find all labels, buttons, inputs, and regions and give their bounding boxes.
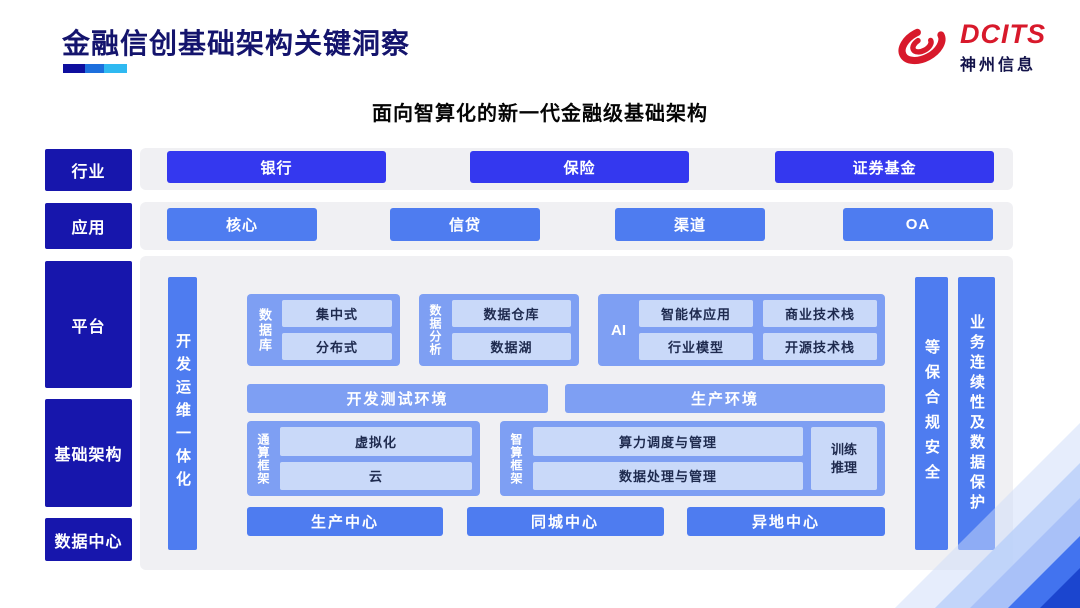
page-title: 金融信创基础架构关键洞察 — [62, 28, 411, 59]
rail-label-application: 应用 — [45, 203, 132, 249]
application-item-channel: 渠道 — [615, 208, 765, 241]
security-compliance-bar: 等保合规安全 — [915, 277, 948, 550]
application-item-oa: OA — [843, 208, 993, 241]
logo-company-text: 神州信息 — [960, 56, 1037, 74]
same-city-center-box: 同城中心 — [466, 507, 664, 536]
database-distributed-box: 分布式 — [282, 333, 392, 360]
compute-scheduling-box: 算力调度与管理 — [533, 427, 803, 456]
rail-label-platform: 平台 — [45, 261, 132, 388]
data-warehouse-box: 数据仓库 — [452, 300, 571, 327]
dcits-swirl-icon — [893, 20, 951, 75]
training-inference-box: 训练推理 — [811, 427, 877, 490]
environment-row: 开发测试环境 生产环境 — [247, 384, 885, 413]
ai-group: AI 智能体应用 商业技术栈 行业模型 开源技术栈 — [598, 294, 885, 366]
ai-commercial-stack-box: 商业技术栈 — [763, 300, 877, 327]
rail-label-industry: 行业 — [45, 149, 132, 191]
industry-strip: 银行 保险 证券基金 — [140, 148, 1013, 190]
intelligent-computing-framework: 智算框架 算力调度与管理 数据处理与管理 训练推理 — [500, 421, 885, 496]
platform-groups-row: 数据库 集中式 分布式 数据分析 数据仓库 数据湖 AI 智能体应用 商业技术栈 — [247, 294, 885, 366]
rail-label-infrastructure: 基础架构 — [45, 399, 132, 507]
ai-group-label: AI — [611, 321, 626, 339]
application-strip: 核心 信贷 渠道 OA — [140, 202, 1013, 250]
virtualization-box: 虚拟化 — [280, 427, 472, 456]
platform-panel: 开发运维一体化 数据库 集中式 分布式 数据分析 数据仓库 数据湖 AI — [140, 256, 1013, 570]
remote-center-box: 异地中心 — [687, 507, 885, 536]
database-group-label: 数据库 — [257, 307, 272, 353]
logo-brand-text: DCITS — [960, 18, 1046, 49]
data-lake-box: 数据湖 — [452, 333, 571, 360]
diagram-title: 面向智算化的新一代金融级基础架构 — [372, 103, 708, 125]
production-env-bar: 生产环境 — [565, 384, 885, 413]
dcits-logo: DCITS 神州信息 — [893, 20, 1046, 75]
industry-item-securities: 证券基金 — [775, 151, 994, 183]
ai-agent-app-box: 智能体应用 — [639, 300, 753, 327]
application-item-credit: 信贷 — [390, 208, 540, 241]
industry-item-insurance: 保险 — [470, 151, 689, 183]
database-centralized-box: 集中式 — [282, 300, 392, 327]
rail-label-datacenter: 数据中心 — [45, 518, 132, 561]
intelligent-framework-label: 智算框架 — [509, 432, 523, 485]
production-center-box: 生产中心 — [247, 507, 443, 536]
data-analytics-group-label: 数据分析 — [428, 304, 442, 356]
cloud-box: 云 — [280, 461, 472, 490]
ai-open-source-stack-box: 开源技术栈 — [763, 333, 877, 360]
ai-industry-model-box: 行业模型 — [639, 333, 753, 360]
framework-row: 通算框架 虚拟化 云 智算框架 算力调度与管理 数据处理与管理 训练推理 — [247, 421, 885, 496]
datacenter-row: 生产中心 同城中心 异地中心 — [247, 507, 885, 536]
general-framework-label: 通算框架 — [256, 432, 270, 485]
application-item-core: 核心 — [167, 208, 317, 241]
title-underline — [63, 64, 127, 73]
dev-test-env-bar: 开发测试环境 — [247, 384, 548, 413]
data-analytics-group: 数据分析 数据仓库 数据湖 — [419, 294, 579, 366]
business-continuity-bar: 业务连续性及数据保护 — [958, 277, 995, 550]
database-group: 数据库 集中式 分布式 — [247, 294, 400, 366]
data-processing-box: 数据处理与管理 — [533, 461, 803, 490]
general-computing-framework: 通算框架 虚拟化 云 — [247, 421, 480, 496]
industry-item-bank: 银行 — [167, 151, 386, 183]
devops-bar: 开发运维一体化 — [168, 277, 197, 550]
